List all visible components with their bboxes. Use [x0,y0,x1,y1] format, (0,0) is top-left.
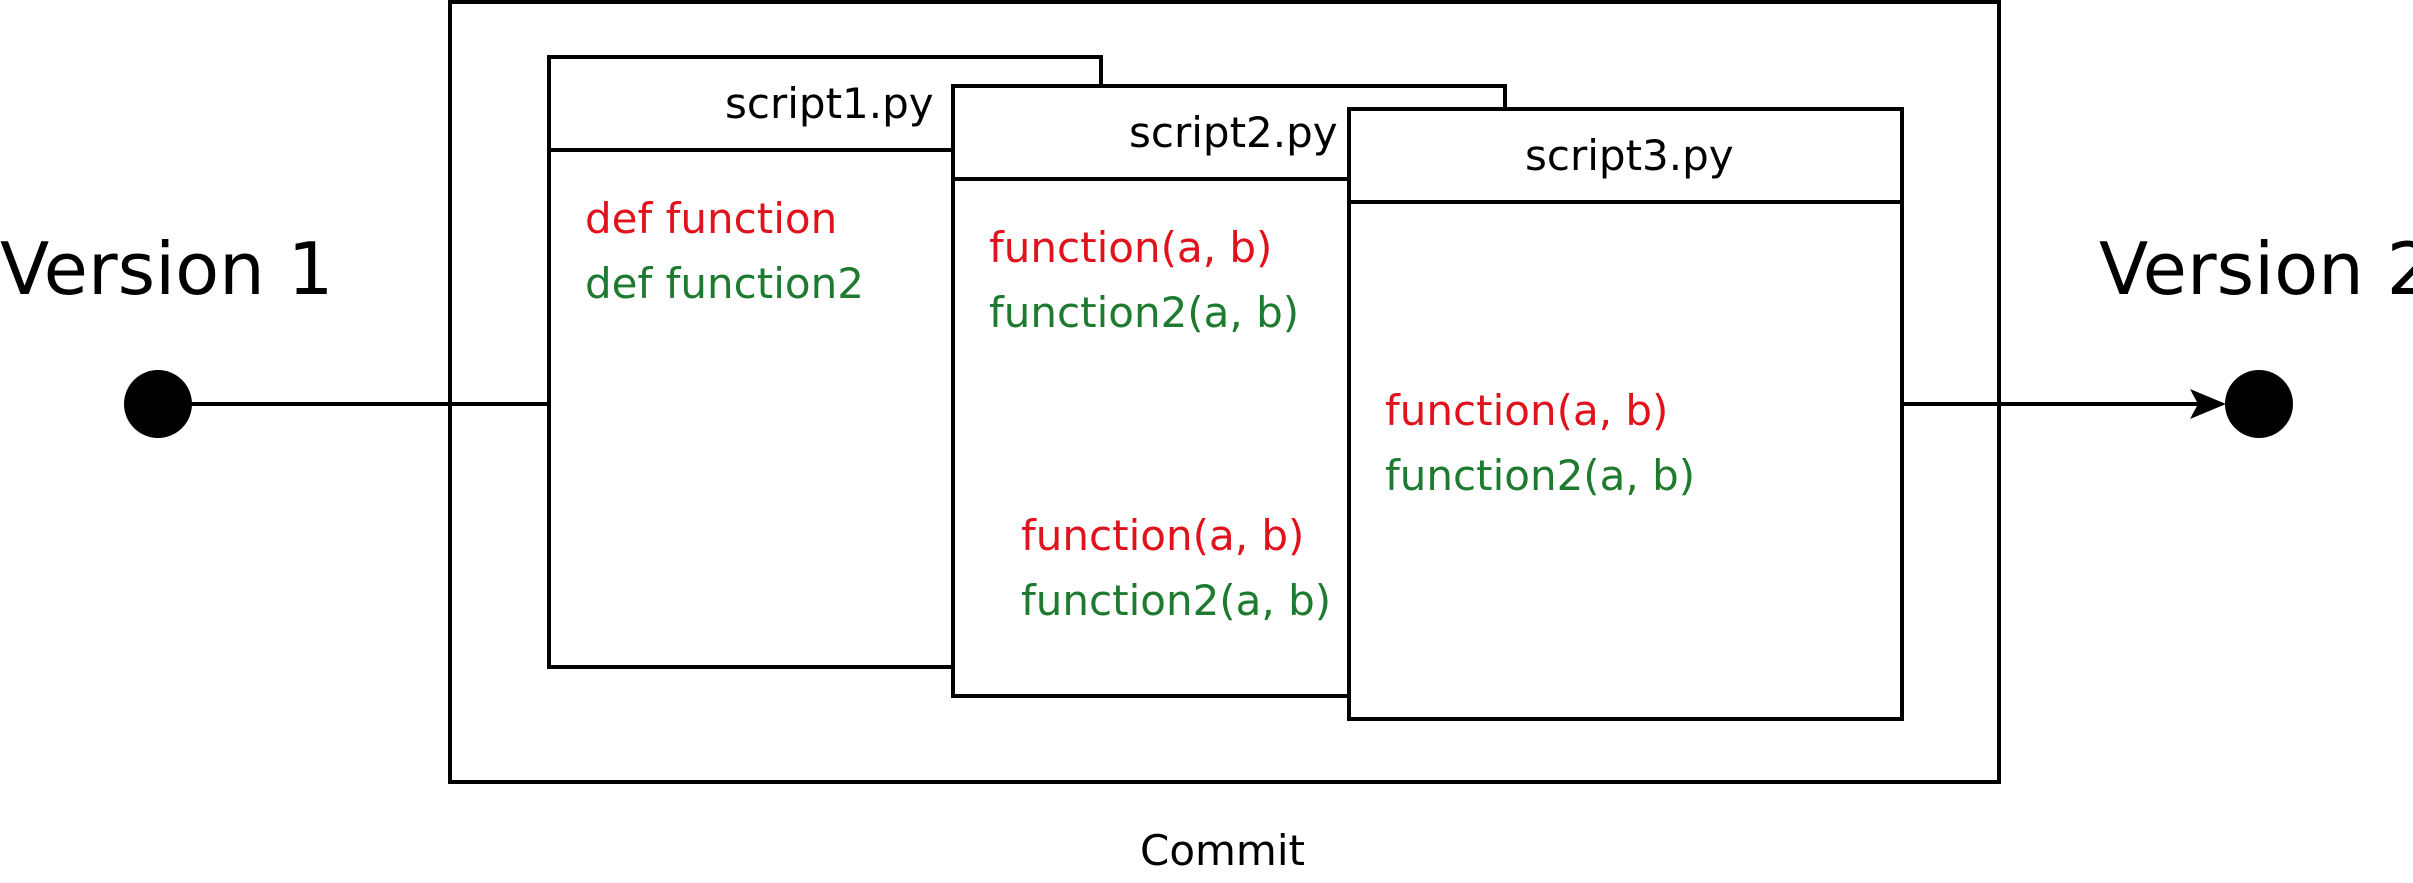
script3-name: script3.py [1525,131,1734,180]
script2-top-line-function: function(a, b) [989,223,1273,272]
connector-script3-to-version-2 [1904,402,2204,406]
script2-top-line-function2: function2(a, b) [989,288,1300,337]
script3-line-function: function(a, b) [1385,386,1669,435]
script1-name: script1.py [725,79,934,128]
arrowhead-icon [2190,389,2226,419]
script1-header: script1.py [551,59,1099,152]
script3-box: script3.py function(a, b) function2(a, b… [1347,107,1904,721]
script1-line-function: def function [585,194,838,243]
version-1-node [124,370,192,438]
connector-version-1-to-script1 [190,402,550,406]
commit-label: Commit [1140,826,1305,875]
script1-line-function2: def function2 [585,259,864,308]
script3-line-function2: function2(a, b) [1385,451,1696,500]
version-2-label: Version 2 [2099,227,2413,311]
commit-box [448,0,2001,784]
script2-header: script2.py [955,88,1503,181]
version-1-label: Version 1 [0,227,334,311]
script2-bottom-line-function: function(a, b) [1021,511,1305,560]
script2-name: script2.py [1129,108,1338,157]
version-2-node [2225,370,2293,438]
script2-bottom-line-function2: function2(a, b) [1021,576,1332,625]
script3-header: script3.py [1351,111,1900,204]
